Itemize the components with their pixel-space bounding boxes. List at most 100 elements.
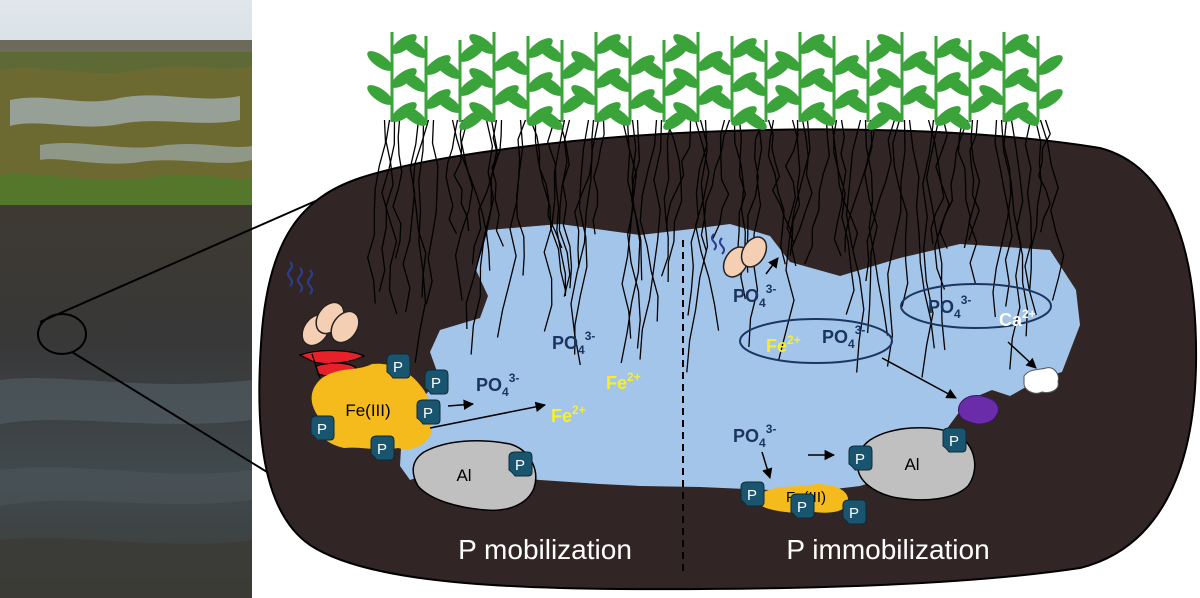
root-strand (639, 119, 663, 360)
heat-wave-icon (287, 261, 313, 295)
root-strand (968, 119, 980, 241)
leaf-icon (1013, 38, 1039, 58)
soil-profile-photo (0, 205, 252, 598)
leaf-icon (877, 102, 903, 122)
root-strand (496, 119, 524, 338)
arrow (881, 357, 957, 399)
root-strand (748, 119, 763, 348)
p-tag-label: P (393, 359, 403, 376)
heat-wave-icon (711, 233, 725, 255)
root-strand (925, 119, 946, 351)
ferrous-ion: Fe2+ (606, 370, 641, 393)
leaf-icon (1013, 106, 1039, 126)
root-strand (592, 119, 605, 235)
leaf-icon (367, 85, 393, 105)
root-strand (570, 119, 600, 366)
root-strand (471, 119, 499, 265)
iron-oxide-mineral (311, 363, 432, 450)
root-strand (470, 119, 498, 355)
magnifier-circle (37, 313, 87, 355)
leaf-icon (843, 59, 869, 79)
p-tag-label: P (747, 487, 757, 504)
leaf-icon (469, 68, 495, 88)
aluminium-mineral (412, 440, 537, 512)
p-tag-label: P (431, 375, 441, 392)
root-strand (845, 119, 865, 373)
root-strand (1038, 119, 1051, 233)
root-strand (784, 119, 799, 244)
root-strand (562, 119, 573, 289)
arrow (447, 399, 475, 410)
leaf-icon (673, 102, 699, 122)
leaf-icon (503, 89, 529, 109)
p-tag-label: P (317, 421, 327, 438)
leaf-icon (775, 51, 801, 71)
leaf-icon (503, 55, 529, 75)
root-strand (844, 119, 877, 253)
root-strand (414, 119, 427, 363)
leaf-icon (843, 93, 869, 113)
leaf-icon (775, 85, 801, 105)
p-tag-label: P (797, 499, 807, 516)
root-strand (574, 119, 595, 268)
aluminium-label: Al (904, 455, 919, 474)
microbe-cluster-left (287, 261, 366, 379)
root-strand (1024, 119, 1037, 316)
leaf-icon (707, 55, 733, 75)
root-strand (687, 119, 708, 316)
root-strand (465, 119, 495, 330)
p-tag-icon: P (848, 445, 873, 471)
zoom-line (39, 184, 353, 323)
phosphate-ion: PO43- (733, 422, 776, 450)
leaf-icon (537, 110, 563, 130)
iron-phosphate-complex (739, 318, 893, 364)
p-tag-icon: P (842, 499, 867, 525)
root-strand (392, 119, 403, 259)
root-strand (908, 119, 935, 349)
leaf-icon (741, 76, 767, 96)
p-tag-icon: P (370, 435, 395, 461)
root-strand (789, 119, 801, 256)
leaf-icon (945, 42, 971, 62)
leaf-icon (469, 102, 495, 122)
microbe-icon (330, 310, 360, 344)
arrow (1007, 341, 1037, 369)
p-tag-icon: P (942, 427, 967, 453)
root-strand (412, 119, 430, 298)
leaf-icon (571, 85, 597, 105)
leaf-icon (1013, 72, 1039, 92)
leaf-icon (707, 89, 733, 109)
root-strand (534, 120, 567, 293)
microbe-icon (740, 236, 768, 268)
leaf-icon (639, 93, 665, 113)
p-tag-icon: P (790, 493, 815, 519)
root-strand (402, 119, 420, 313)
p-tag-label: P (377, 441, 387, 458)
pore-water (400, 224, 1080, 492)
root-strand (804, 119, 830, 265)
p-tag-label: P (515, 457, 525, 474)
right-section-title: P immobilization (786, 534, 989, 565)
p-tag-label: P (949, 433, 959, 450)
calcium-phosphate-complex (900, 283, 1052, 329)
leaf-icon (639, 59, 665, 79)
root-strand (1029, 119, 1043, 291)
root-strand (454, 119, 474, 301)
leaf-icon (605, 106, 631, 126)
root-strand (451, 119, 491, 271)
root-strand (627, 119, 641, 349)
root-strand (543, 119, 566, 332)
root-strand (864, 119, 878, 334)
leaf-icon (809, 72, 835, 92)
leaf-icon (911, 55, 937, 75)
leaf-icon (673, 68, 699, 88)
calcium-ion: Ca2+ (999, 307, 1036, 330)
svg-text:Fe2+: Fe2+ (551, 403, 586, 426)
arrow (761, 451, 773, 480)
root-strand (892, 119, 909, 307)
root-strand (639, 119, 659, 322)
root-strand (621, 119, 637, 339)
root-system-icon (367, 119, 1065, 378)
